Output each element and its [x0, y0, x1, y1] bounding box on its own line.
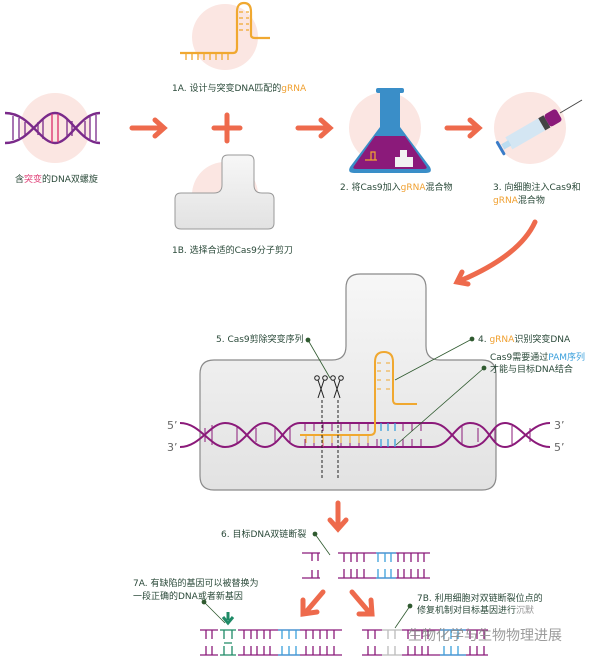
- plus-icon: [211, 112, 243, 144]
- background-circles: [20, 4, 566, 228]
- watermark: 生物化学与生物物理进展: [408, 628, 562, 644]
- flask-icon: [349, 88, 431, 173]
- dna-label: 含突变的DNA双螺旋: [15, 173, 98, 185]
- step-1b-label: 1B. 选择合适的Cas9分子剪刀: [172, 244, 293, 256]
- step-7b-label-line1: 7B. 利用细胞对双链断裂位点的: [417, 592, 543, 604]
- step-2-label: 2. 将Cas9加入gRNA混合物: [340, 181, 453, 193]
- step-1a-label: 1A. 设计与突变DNA匹配的gRNA: [172, 82, 307, 94]
- silenced-dna: [362, 629, 488, 656]
- cas9-complex: [199, 273, 497, 491]
- step-4-label: 4. gRNA识别突变DNA: [478, 333, 571, 345]
- scissors-icon: [314, 375, 344, 480]
- step-7b-label-line2: 修复机制对目标基因进行沉默: [417, 604, 534, 616]
- strand-label: 5’: [167, 419, 178, 432]
- repaired-dna: [200, 612, 342, 656]
- step-5-label: 5. Cas9剪除突变序列: [216, 333, 304, 345]
- step-7a-label-line1: 7A. 有缺陷的基因可以被替换为: [133, 577, 258, 589]
- arrow-icon: [129, 117, 538, 617]
- syringe-icon: [495, 99, 583, 156]
- target-dna: [179, 421, 551, 449]
- pam-label-line1: Cas9需要通过PAM序列: [490, 351, 585, 363]
- bound-grna: [300, 350, 417, 443]
- step-3-label-line1: 3. 向细胞注入Cas9和: [493, 181, 581, 193]
- grna-icon: [180, 1, 270, 60]
- step-6-label: 6. 目标DNA双链断裂: [221, 528, 306, 540]
- strand-label: 3’: [554, 419, 565, 432]
- strand-label: 3’: [167, 441, 178, 454]
- broken-dna: [302, 552, 430, 579]
- dna-helix-icon: [4, 111, 101, 145]
- pam-label-line2: 才能与目标DNA结合: [490, 363, 573, 375]
- step-7a-label-line2: 一段正确的DNA或者新基因: [133, 590, 243, 602]
- strand-label: 5’: [554, 441, 565, 454]
- callout-lines: [201, 336, 487, 629]
- step-3-label-line2: gRNA混合物: [493, 194, 545, 206]
- cas9-icon: [174, 154, 275, 230]
